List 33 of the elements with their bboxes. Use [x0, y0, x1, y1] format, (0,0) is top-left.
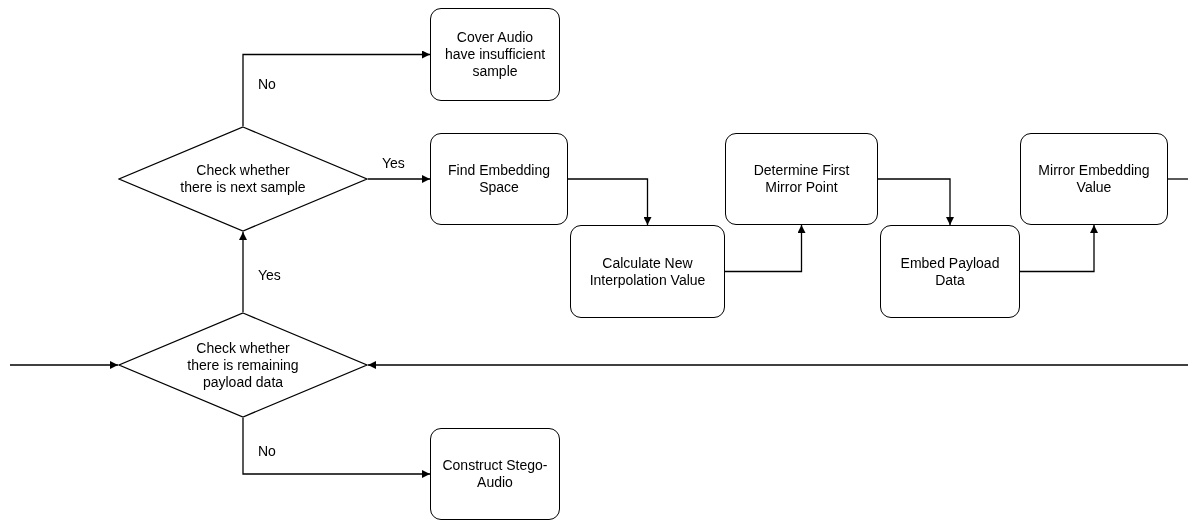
node-text: Embed Payload Data: [899, 254, 1001, 289]
node-text: Check whether there is next sample: [179, 162, 307, 196]
edge-label: No: [258, 443, 276, 459]
arrow: [9, 361, 119, 369]
arrow: [242, 50, 431, 127]
node-text: Find Embedding Space: [447, 162, 551, 196]
process-box: [570, 225, 725, 318]
decision-diamond: [118, 126, 368, 232]
arrow: [1019, 224, 1098, 273]
node-text: Construct Stego-Audio: [441, 457, 549, 491]
process-box: [430, 133, 568, 225]
edge-label: Yes: [258, 267, 281, 283]
edge-label: Yes: [382, 155, 405, 171]
process-box: [430, 8, 560, 101]
arrow: [367, 361, 1188, 369]
process-box: [880, 225, 1020, 318]
edge-label: No: [258, 76, 276, 92]
process-box: [725, 133, 878, 225]
arrow: [567, 178, 652, 226]
arrow: [367, 175, 431, 183]
arrow: [724, 224, 806, 273]
process-box: [430, 428, 560, 520]
node-text: Mirror Embedding Value: [1037, 162, 1151, 196]
process-box: [1020, 133, 1168, 225]
arrow: [877, 178, 954, 226]
node-text: Check whether there is remaining payload data: [186, 339, 300, 391]
arrow: [242, 417, 431, 478]
connector-line: [1167, 178, 1188, 180]
node-text: Cover Audio have insufficient sample: [443, 29, 547, 80]
node-text: Calculate New Interpolation Value: [588, 254, 707, 289]
node-text: Determine First Mirror Point: [752, 162, 851, 196]
arrow: [239, 231, 247, 313]
decision-diamond: [118, 312, 368, 418]
